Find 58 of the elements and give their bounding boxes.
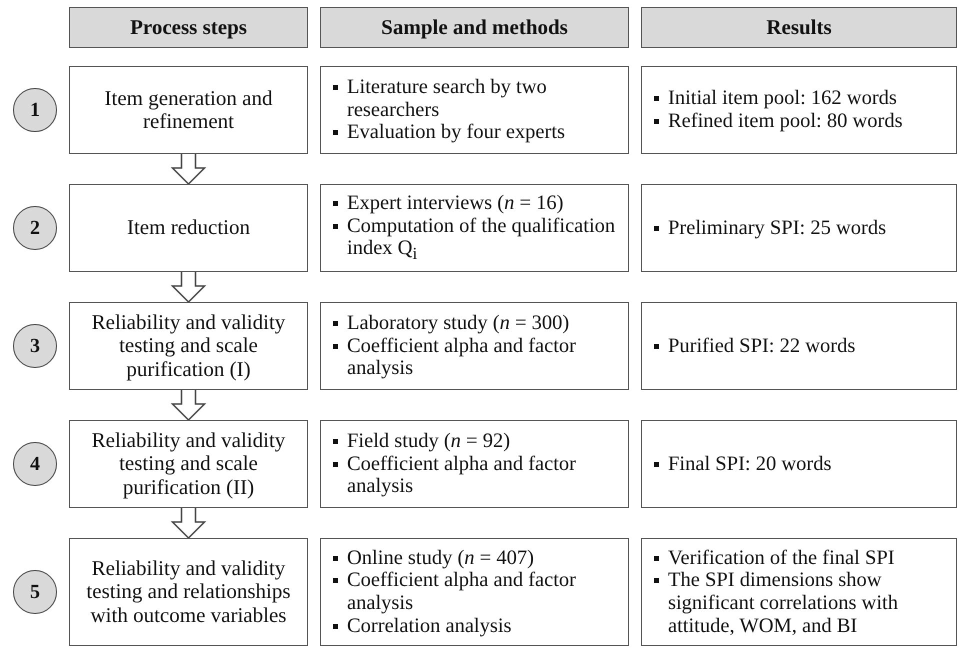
content-box (641, 302, 957, 390)
bullet-item: Online study (n = 407) (333, 546, 624, 570)
block-arrow (170, 507, 206, 540)
step-number: 2 (30, 216, 40, 240)
bullet-item: Laboratory study (n = 300) (333, 312, 624, 335)
bullet-item: The SPI dimensions show significant correlations with attitude, WOM, and BI (654, 569, 952, 638)
column-header (320, 7, 629, 48)
bullet-item: Field study (n = 92) (333, 430, 624, 453)
process-step-box (69, 538, 308, 646)
content-box (320, 538, 629, 646)
content-box (320, 420, 629, 508)
process-step-box (69, 420, 308, 508)
content-box (641, 420, 957, 508)
step-text: Reliability and validity testing and relationships with outcome variables (85, 557, 292, 627)
header-text: Sample and methods (381, 15, 568, 40)
step-number-circle (13, 324, 57, 368)
content-box (641, 538, 957, 646)
step-number: 4 (30, 452, 40, 476)
step-number-circle (13, 206, 57, 250)
header-text: Results (766, 15, 832, 40)
bullet-item: Final SPI: 20 words (654, 452, 952, 476)
step-number-circle (13, 570, 57, 614)
step-text: Reliability and validity testing and scale purification (I) (90, 311, 286, 381)
step-number: 5 (30, 580, 40, 604)
column-header (641, 7, 957, 48)
process-step-box (69, 302, 308, 390)
bullet-item: Literature search by two researchers (333, 76, 624, 122)
process-step-box (69, 184, 308, 272)
step-text: Item generation and refinement (104, 86, 274, 134)
bullet-item: Computation of the qualification index Q$_{i}$ (333, 214, 624, 264)
bullet-item: Coefficient alpha and factor analysis (333, 569, 624, 615)
step-text: Reliability and validity testing and scale purification (II) (90, 429, 286, 499)
bullet-item: Refined item pool: 80 words (654, 110, 952, 133)
bullet-item: Correlation analysis (333, 614, 624, 638)
step-number-circle (13, 442, 57, 486)
step-number: 3 (30, 334, 40, 358)
bullet-item: Initial item pool: 162 words (654, 87, 952, 110)
bullet-item: Coefficient alpha and factor analysis (333, 334, 624, 380)
process-step-box (69, 66, 308, 154)
block-arrow (170, 389, 206, 422)
step-text: Item reduction (126, 216, 250, 240)
bullet-item: Expert interviews (n = 16) (333, 192, 624, 215)
bullet-item: Evaluation by four experts (333, 121, 624, 144)
header-text: Process steps (130, 15, 247, 40)
content-box (641, 184, 957, 272)
step-number: 1 (30, 98, 40, 122)
column-header (69, 7, 308, 48)
content-box (320, 184, 629, 272)
block-arrow (170, 271, 206, 304)
block-arrow (170, 153, 206, 186)
bullet-item: Verification of the final SPI (654, 546, 952, 570)
bullet-item: Preliminary SPI: 25 words (654, 216, 952, 240)
bullet-item: Coefficient alpha and factor analysis (333, 452, 624, 498)
bullet-item: Purified SPI: 22 words (654, 334, 952, 358)
content-box (320, 302, 629, 390)
content-box (641, 66, 957, 154)
step-number-circle (13, 88, 57, 132)
content-box (320, 66, 629, 154)
